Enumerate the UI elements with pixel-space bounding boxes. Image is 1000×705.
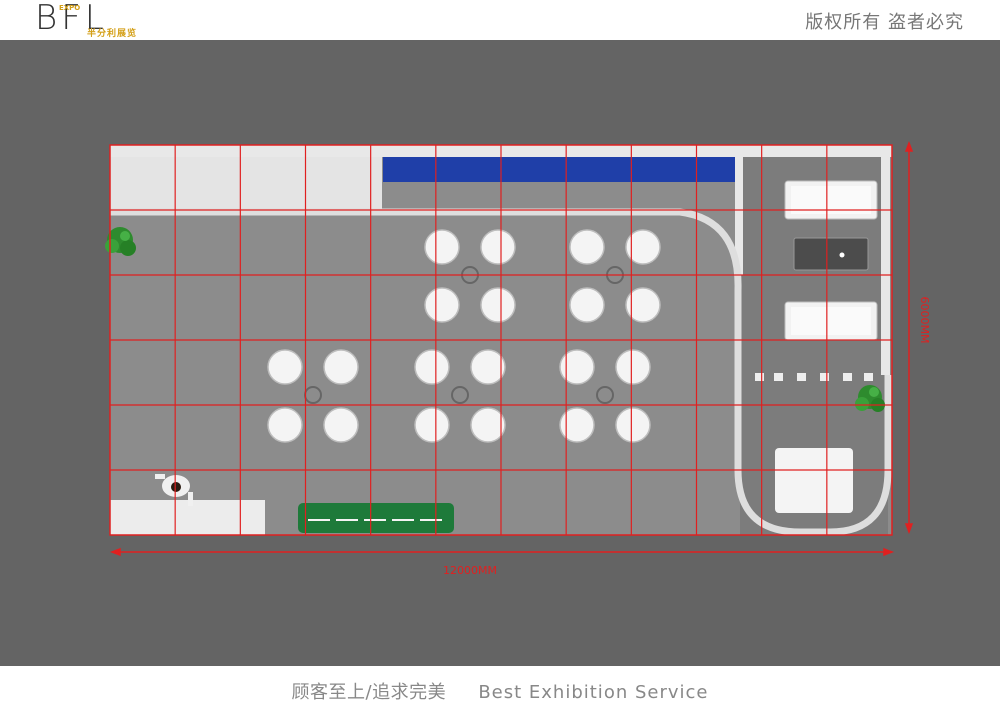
- dimension-lines: [109, 140, 914, 557]
- chair: [625, 287, 661, 323]
- header-bar: BFL EXPO 半分利展览 版权所有 盗者必究: [0, 0, 1000, 40]
- person-figure: [155, 474, 193, 506]
- chair: [615, 407, 651, 443]
- grid-overlay: [109, 144, 893, 536]
- width-dimension-label: 12000MM: [443, 564, 497, 577]
- depth-dimension-label: 6000MM: [918, 297, 931, 344]
- green-counter: [298, 503, 454, 533]
- chair: [615, 349, 651, 385]
- logo-sup: EXPO: [59, 4, 81, 12]
- logo: BFL EXPO 半分利展览: [35, 0, 155, 39]
- chairs: [267, 229, 661, 443]
- chair: [323, 407, 359, 443]
- logo-letters: BFL: [35, 0, 108, 38]
- right-wall: [881, 145, 890, 375]
- chair: [559, 407, 595, 443]
- copyright-notice: 版权所有 盗者必究: [805, 12, 964, 33]
- round-table: [596, 386, 614, 404]
- plant-right: [855, 385, 885, 412]
- plant-left: [105, 227, 136, 256]
- chair: [470, 349, 506, 385]
- chair: [414, 407, 450, 443]
- chair: [480, 287, 516, 323]
- logo-subtitle: 半分利展览: [87, 29, 138, 39]
- chair: [480, 229, 516, 265]
- chair: [414, 349, 450, 385]
- footer-bar: 顾客至上/追求完美 Best Exhibition Service: [0, 666, 1000, 705]
- dashed-separator: [755, 373, 873, 381]
- chair: [323, 349, 359, 385]
- chair: [267, 349, 303, 385]
- slogan-chinese: 顾客至上/追求完美: [291, 682, 447, 703]
- chair: [625, 229, 661, 265]
- chair: [470, 407, 506, 443]
- slogan-english: Best Exhibition Service: [478, 682, 709, 703]
- chair: [267, 407, 303, 443]
- curved-partition: [110, 208, 892, 536]
- chair: [424, 229, 460, 265]
- chair: [569, 229, 605, 265]
- info-desk: [775, 448, 853, 513]
- coffee-table: [793, 237, 869, 271]
- chair: [559, 349, 595, 385]
- reception-counter: [110, 500, 265, 535]
- chair: [569, 287, 605, 323]
- round-table: [451, 386, 469, 404]
- chair: [424, 287, 460, 323]
- slogan: 顾客至上/追求完美 Best Exhibition Service: [0, 678, 1000, 704]
